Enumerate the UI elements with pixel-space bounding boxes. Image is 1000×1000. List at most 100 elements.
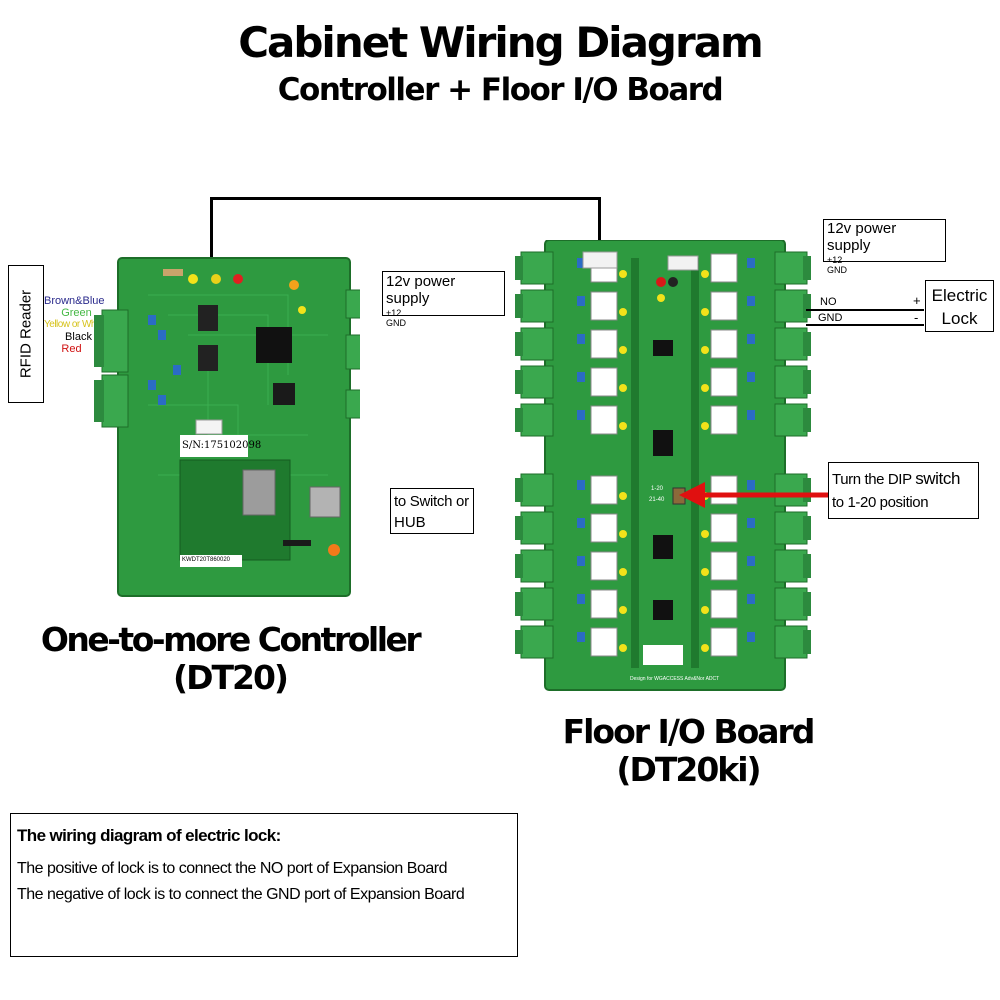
relay-left-4: [590, 405, 618, 435]
cap-left-7: [577, 556, 585, 566]
dip-mark-1-20: 1-20: [651, 486, 664, 492]
lock-wire-gnd: [806, 324, 924, 326]
cap-left-6: [577, 518, 585, 528]
electric-lock-box: Electric Lock: [925, 280, 994, 332]
relay-left-9: [590, 627, 618, 657]
relay-left-8: [590, 589, 618, 619]
led-right-6: [701, 530, 709, 538]
controller-power-label: 12v power supply: [386, 273, 456, 308]
terminal-left-8: [520, 587, 554, 621]
terminal-right-tab-8: [803, 592, 811, 616]
relay-right-2: [710, 329, 738, 359]
led-left-2: [619, 346, 627, 354]
terminal-left-0: [520, 251, 554, 285]
link-wire-horizontal: [210, 197, 601, 200]
wire-label-green: Green: [61, 307, 92, 319]
terminal-right-tab-2: [803, 332, 811, 356]
lock-plus-label: +: [913, 293, 921, 308]
terminal-right-tab-7: [803, 554, 811, 578]
terminal-left-5: [520, 473, 554, 507]
terminal-right-9: [774, 625, 808, 659]
relay-left-6: [590, 513, 618, 543]
led-left-9: [619, 644, 627, 652]
cap-right-5: [747, 480, 755, 490]
relay-right-3: [710, 367, 738, 397]
led-right-2: [701, 346, 709, 354]
led-right-0: [701, 270, 709, 278]
dip-switch-box: Turn the DIP switch to 1-20 position: [828, 462, 979, 519]
led-left-3: [619, 384, 627, 392]
io-power-plus: +12: [827, 254, 843, 265]
rfid-reader-box: RFID Reader: [8, 265, 44, 403]
page-title: Cabinet Wiring Diagram: [238, 18, 764, 67]
relay-right-6: [710, 513, 738, 543]
relay-left-5: [590, 475, 618, 505]
electric-lock-line2: Lock: [941, 309, 978, 328]
terminal-right-5: [774, 473, 808, 507]
notes-heading: The wiring diagram of electric lock:: [17, 826, 281, 845]
io-board-name: Floor I/O Board: [562, 712, 816, 751]
io-board-model: (DT20ki): [616, 750, 761, 789]
terminal-right-tab-0: [803, 256, 811, 280]
terminal-left-tab-0: [515, 256, 523, 280]
led-left-6: [619, 530, 627, 538]
dip-line1-a: Turn the DIP: [832, 471, 916, 488]
terminal-left-tab-4: [515, 408, 523, 432]
dip-switch-line2: to 1-20 position: [832, 494, 929, 511]
terminal-right-3: [774, 365, 808, 399]
wire-label-red: Red: [61, 343, 82, 355]
terminal-right-1: [774, 289, 808, 323]
cap-right-8: [747, 594, 755, 604]
page-subtitle: Controller + Floor I/O Board: [277, 72, 724, 108]
controller-barcode: KWDT20T860020: [182, 557, 231, 563]
link-wire-vertical-right: [598, 197, 601, 257]
led-right-9: [701, 644, 709, 652]
terminal-left-1: [520, 289, 554, 323]
notes-line-positive: The positive of lock is to connect the N…: [17, 860, 447, 877]
terminal-right-4: [774, 403, 808, 437]
io-power-gnd: GND: [827, 264, 847, 275]
notes-line-negative: The negative of lock is to connect the G…: [17, 886, 465, 903]
wire-label-black: Black: [65, 331, 92, 343]
controller-serial: S/N:175102098: [182, 440, 262, 451]
controller-power-gnd: GND: [386, 317, 406, 328]
cap-left-1: [577, 296, 585, 306]
terminal-left-9: [520, 625, 554, 659]
rfid-wire-labels: Brown&Blue Green Yellow or White Black R…: [44, 295, 119, 355]
io-power-box: 12v power supply +12 GND: [823, 219, 946, 275]
terminal-right-tab-3: [803, 370, 811, 394]
switch-hub-line1: to Switch or: [394, 493, 469, 510]
electric-lock-line1: Electric: [931, 286, 988, 305]
lock-wire-no: [806, 309, 924, 311]
terminal-left-3: [520, 365, 554, 399]
cap-left-9: [577, 632, 585, 642]
led-right-1: [701, 308, 709, 316]
led-left-8: [619, 606, 627, 614]
cap-right-0: [747, 258, 755, 268]
cap-right-6: [747, 518, 755, 528]
relay-right-5: [710, 475, 738, 505]
terminal-right-tab-4: [803, 408, 811, 432]
cap-right-7: [747, 556, 755, 566]
cap-left-2: [577, 334, 585, 344]
led-right-4: [701, 422, 709, 430]
relay-right-4: [710, 405, 738, 435]
terminal-right-tab-9: [803, 630, 811, 654]
cap-left-4: [577, 410, 585, 420]
lock-wiring-notes: The wiring diagram of electric lock: The…: [10, 813, 518, 957]
terminal-left-tab-5: [515, 478, 523, 502]
terminal-right-tab-5: [803, 478, 811, 502]
led-left-0: [619, 270, 627, 278]
dip-mark-21-40: 21-40: [649, 497, 665, 503]
terminal-left-tab-7: [515, 554, 523, 578]
rfid-reader-label: RFID Reader: [17, 289, 35, 379]
lock-no-label: NO: [820, 296, 837, 308]
terminal-left-tab-6: [515, 516, 523, 540]
dip-arrow: [679, 482, 830, 508]
controller-model: (DT20): [173, 658, 289, 697]
relay-right-8: [710, 589, 738, 619]
cap-left-5: [577, 480, 585, 490]
cap-right-1: [747, 296, 755, 306]
lock-minus-label: -: [914, 310, 919, 325]
terminal-right-2: [774, 327, 808, 361]
